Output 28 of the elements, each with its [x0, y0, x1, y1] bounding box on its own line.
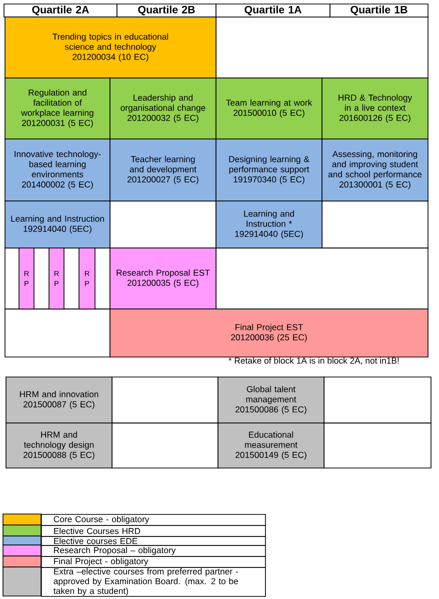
- quartile-header: Quartile 1A: [216, 4, 330, 18]
- quartile-header: Quartile 2A: [4, 4, 118, 18]
- course-box: Learning and Instruction 192914040 (5EC): [4, 200, 110, 248]
- course-box: HRM and innovation 201500087 (5 EC): [6, 376, 112, 424]
- footnote: * Retake of block 1A is in block 2A, not in1B!: [228, 357, 399, 365]
- quartile-header: Quartile 2B: [116, 4, 216, 18]
- course-box: Teacher learning and development 201200027 (5 EC): [110, 138, 216, 202]
- quartile-header: Quartile 1B: [330, 4, 428, 18]
- course-box: Team learning at work 201500010 (5 EC): [216, 78, 322, 140]
- legend-entry: Elective courses EDE: [41, 536, 266, 546]
- course-box: HRD & Technology in a live context 201600126 (5 EC): [322, 78, 428, 140]
- legend-entry: Extra –elective courses from preferred partner - approved by Examination Board. (max. 2 to be taken by a student): [41, 567, 266, 597]
- course-box: Global talent management 201500086 (5 EC): [218, 376, 324, 424]
- legend-entry: Core Course - obligatory: [41, 514, 266, 526]
- legend-entry: Elective Courses HRD: [41, 525, 266, 537]
- course-box: Educational measurement 201500149 (5 EC): [218, 422, 324, 468]
- course-box: Assessing, monitoring and improving student and school performance 201300001 (5 EC): [322, 138, 428, 202]
- course-box: Regulation and facilitation of workplace learning 201200031 (5 EC): [4, 78, 110, 140]
- course-box: Learning and Instruction * 192914040 (5EC): [216, 200, 322, 248]
- course-box: Trending topics in educational science and technology 201200034 (10 EC): [4, 16, 216, 78]
- course-box: Innovative technology-based learning environments 201400002 (5 EC): [4, 138, 110, 202]
- course-box: HRM and technology design 201500088 (5 EC): [6, 422, 112, 468]
- course-box: Designing learning & performance support 191970340 (5 EC): [216, 138, 322, 202]
- course-box: Final Project EST 201200036 (25 EC): [110, 308, 428, 358]
- course-box: Research Proposal EST 201200035 (5 EC): [110, 248, 216, 310]
- legend-entry: Research Proposal – obligatory: [41, 545, 266, 557]
- course-box: Leadership and organisational change 201200032 (5 EC): [110, 78, 216, 140]
- legend-entry: Final Project - obligatory: [41, 556, 266, 568]
